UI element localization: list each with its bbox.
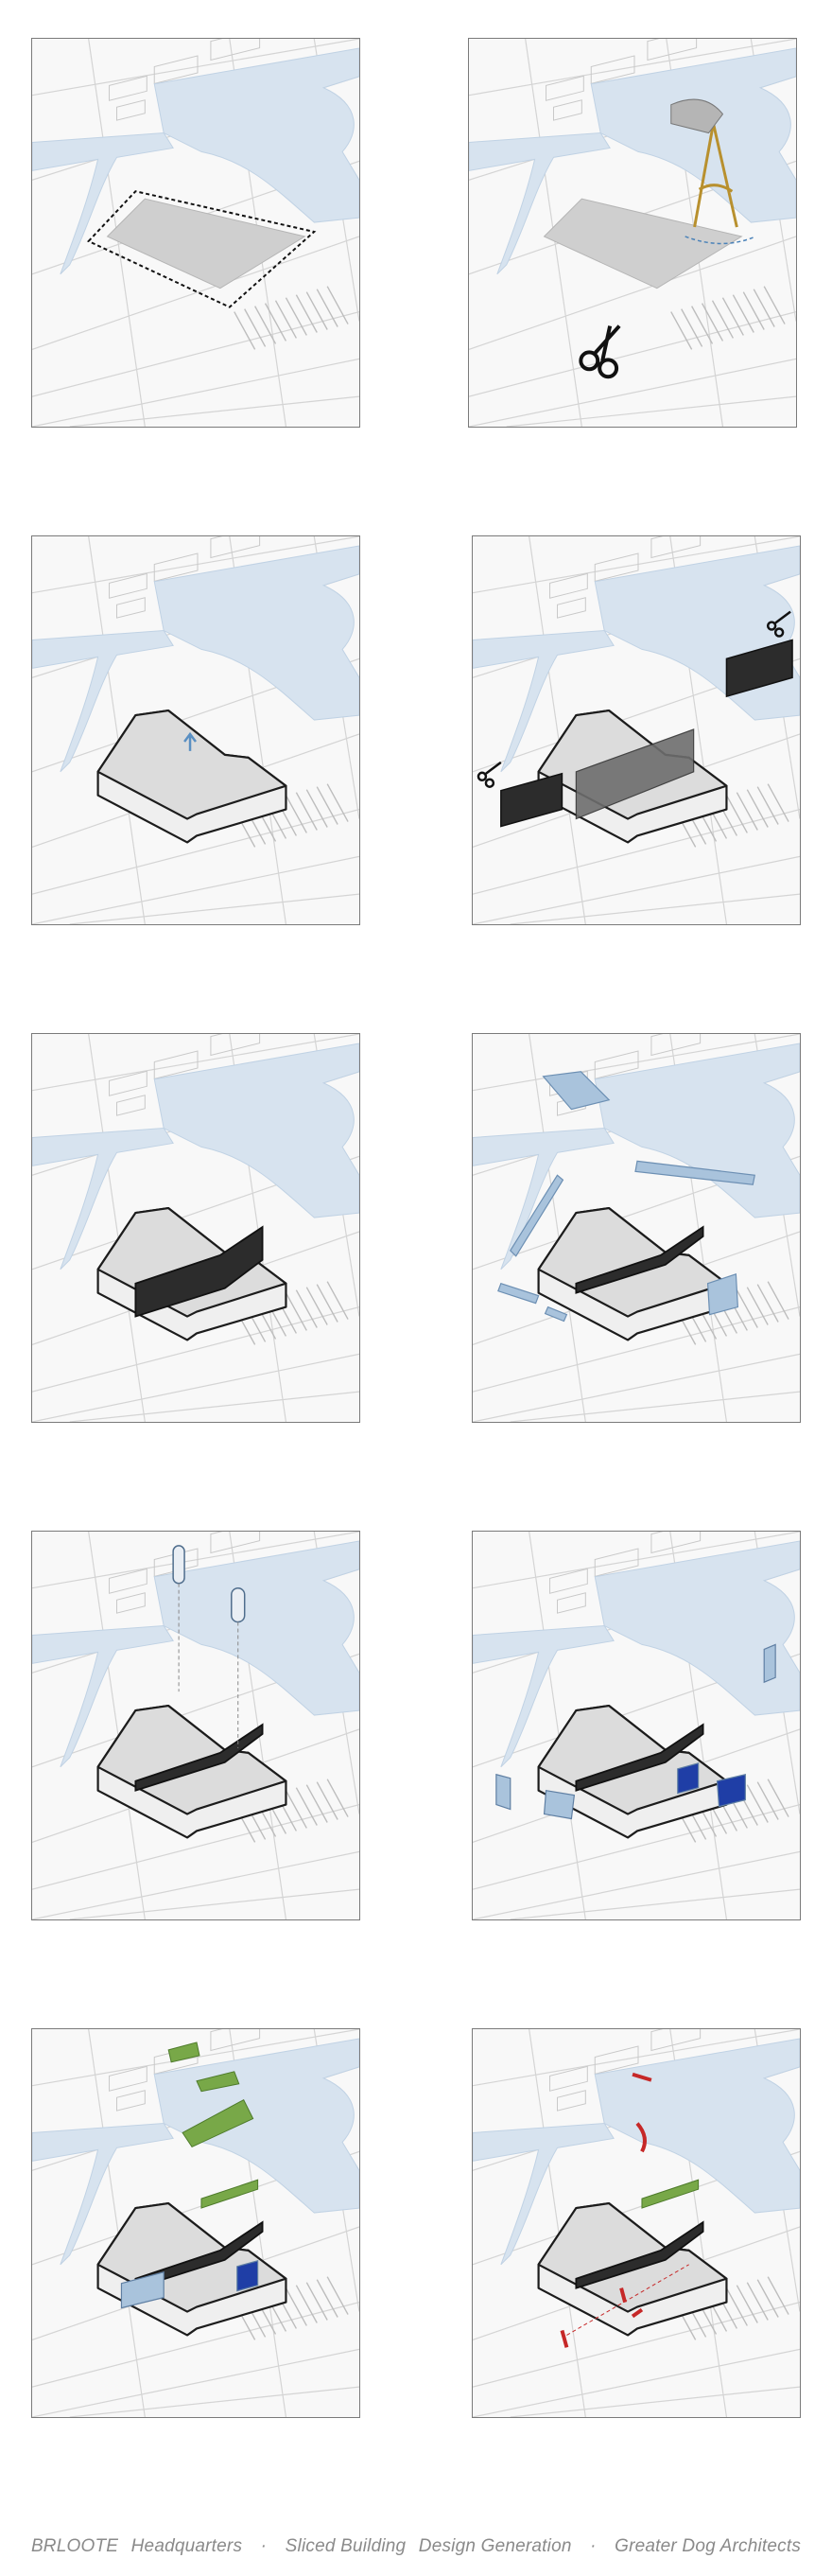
glass-panels: [497, 1071, 755, 1323]
vertical-cores: [172, 1545, 246, 1623]
up-arrow-icon: [183, 731, 197, 751]
street-lines: [473, 2029, 800, 2417]
step-panel-8: [472, 1531, 801, 1920]
slice-plane-right: [725, 639, 793, 698]
red-structure: [560, 2072, 652, 2348]
diagram-canvas: [32, 2029, 359, 2417]
water-canal: [469, 47, 796, 275]
diagram-canvas: [32, 536, 359, 924]
diagram-canvas: [473, 2029, 800, 2417]
core-guide-dashed: [178, 1583, 239, 1748]
slice-gap: [575, 1225, 704, 1294]
site-hatch: [106, 198, 306, 289]
sliced-volume-void: [134, 1225, 264, 1318]
arc-dashed: [685, 236, 756, 245]
scissors-icon: [766, 610, 791, 638]
facade-panels: [495, 1643, 776, 1820]
scissors-icon: [477, 761, 502, 788]
slice-gap: [134, 1723, 264, 1792]
hand-icon: [670, 98, 724, 134]
caption-architect: Greater Dog Architects: [615, 2536, 802, 2556]
building-mass: [96, 710, 287, 844]
caption-process: Design Generation: [418, 2536, 572, 2556]
diagram-canvas: [469, 39, 796, 427]
water-canal: [32, 47, 359, 275]
step-panel-4: [472, 535, 801, 925]
diagram-canvas: [32, 1532, 359, 1919]
parking-stripes: [670, 286, 786, 350]
water-canal: [473, 2038, 800, 2266]
step-panel-3: [31, 535, 360, 925]
caption-project-type: Headquarters: [130, 2536, 243, 2556]
green-roofs: [641, 2179, 700, 2209]
site-hatch: [543, 198, 743, 289]
caption-separator-2: ·: [590, 2536, 597, 2556]
facade-panels: [120, 2260, 259, 2309]
green-roofs: [167, 2042, 259, 2209]
caption: BRLOOTE Headquarters · Sliced Building D…: [0, 2536, 832, 2557]
step-panel-1: [31, 38, 360, 428]
step-panel-5: [31, 1033, 360, 1423]
diagram-canvas: [473, 1034, 800, 1422]
scissors-icon: [579, 324, 621, 379]
city-blocks: [549, 2029, 727, 2112]
diagram-canvas: [32, 1034, 359, 1422]
diagram-canvas: [32, 39, 359, 427]
compass-icon: [693, 123, 738, 228]
slice-plane-left: [500, 772, 563, 828]
step-panel-10: [472, 2028, 801, 2418]
diagram-canvas: [473, 536, 800, 924]
slice-plane-center: [575, 728, 695, 820]
step-panel-9: [31, 2028, 360, 2418]
water-canal: [473, 1540, 800, 1768]
caption-project: BRLOOTE: [30, 2536, 119, 2556]
step-panel-7: [31, 1531, 360, 1920]
slice-gap: [575, 1723, 704, 1792]
water-canal: [32, 1540, 359, 1768]
caption-separator-1: ·: [260, 2536, 268, 2556]
site-boundary-dashed: [86, 190, 317, 308]
caption-concept: Sliced Building: [285, 2536, 407, 2556]
step-panel-2: [468, 38, 797, 428]
step-panel-6: [472, 1033, 801, 1423]
water-canal: [32, 1043, 359, 1270]
parking-stripes: [234, 286, 349, 350]
slice-gap: [575, 2220, 704, 2289]
diagram-canvas: [473, 1532, 800, 1919]
water-canal: [32, 545, 359, 773]
